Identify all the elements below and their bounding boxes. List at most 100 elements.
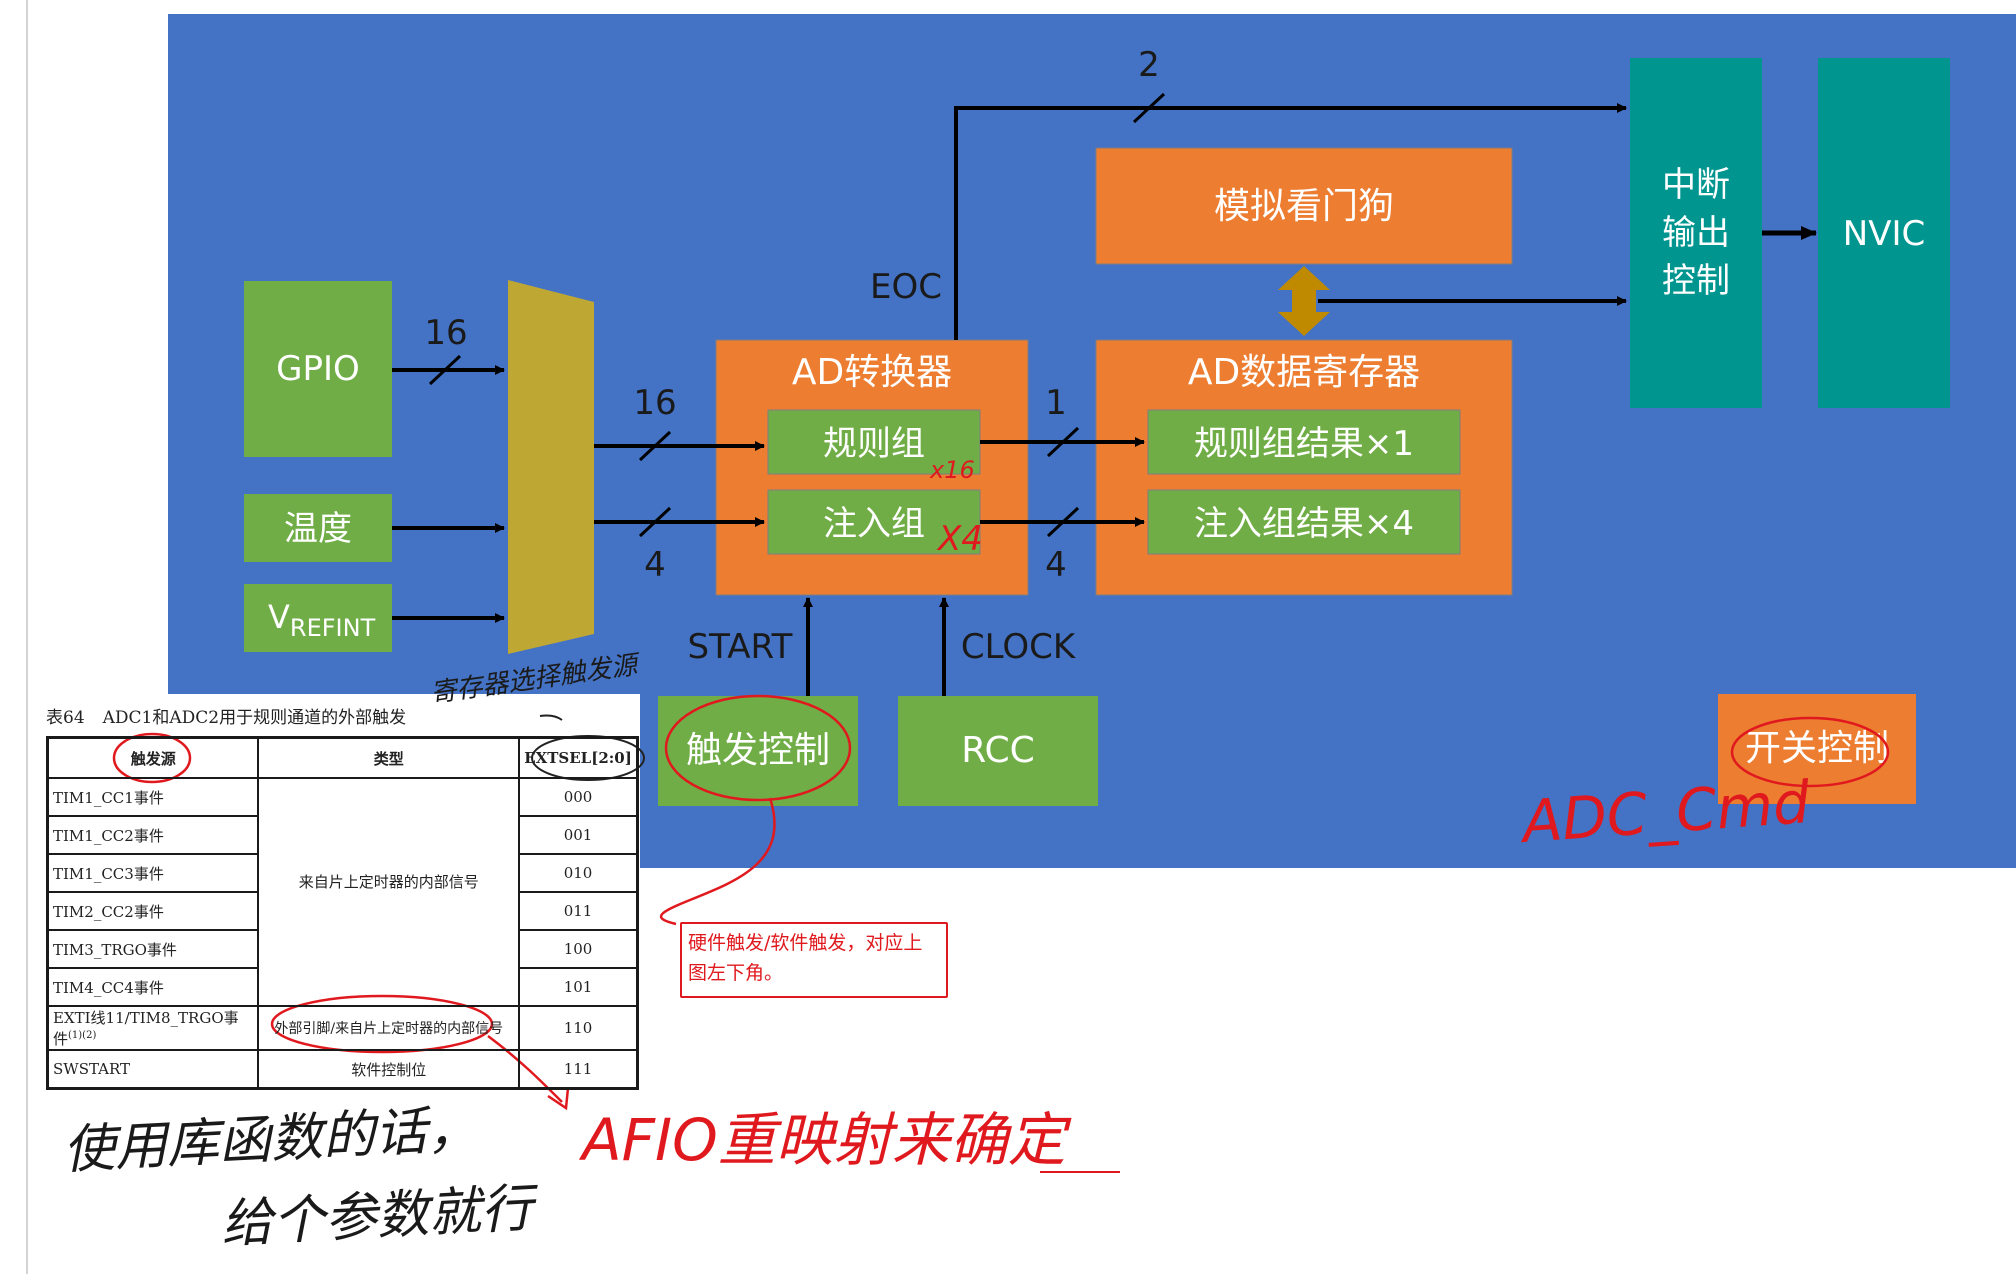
watchdog-label: 模拟看门狗	[1214, 186, 1394, 227]
nvic-block	[1818, 58, 1950, 408]
source-cell: TIM1_CC1事件	[46, 777, 260, 817]
type-cell-blank	[257, 777, 521, 816]
rcc-block	[898, 696, 1098, 806]
clock-label: CLOCK	[961, 627, 1077, 667]
injected-result-label: 注入组结果×4	[1194, 504, 1414, 544]
trigger-table-grid: 触发源 类型 EXTSEL[2:0] TIM1_CC1事件 000 TIM1_C…	[46, 736, 639, 1090]
source-cell: TIM1_CC2事件	[46, 815, 260, 855]
source-cell: TIM2_CC2事件	[46, 891, 260, 931]
table-row: TIM2_CC2事件 011	[46, 891, 639, 931]
annotation-afio: AFIO重映射来确定	[578, 1106, 1072, 1174]
bus-slash-regular	[638, 430, 672, 462]
watchdog-block	[1095, 147, 1513, 265]
code-cell: 100	[518, 929, 639, 969]
bus-slash-gpio	[428, 354, 462, 386]
trigger-control-label: 触发控制	[686, 730, 830, 771]
source-text: EXTI线11/TIM8_TRGO事件	[53, 1009, 239, 1048]
table-row: TIM1_CC1事件 000	[46, 777, 639, 817]
table-title: ADC1和ADC2用于规则通道的外部触发	[102, 708, 407, 728]
type-cell-blank	[257, 930, 521, 968]
type-cell-external: 外部引脚/来自片上定时器的内部信号	[257, 1005, 521, 1051]
watchdog-register-double-arrow	[1278, 266, 1330, 336]
eoc-label: EOC	[870, 267, 942, 307]
table-row: SWSTART 软件控制位 111	[46, 1049, 639, 1090]
bus-slash-out-injected	[1046, 506, 1080, 538]
annotation-library-line1: 使用库函数的话，	[62, 1099, 481, 1181]
interrupt-control-label-1: 中断	[1662, 165, 1730, 205]
code-cell: 101	[518, 967, 639, 1007]
rcc-label: RCC	[961, 730, 1035, 771]
header-extsel: EXTSEL[2:0]	[518, 736, 639, 779]
type-cell-blank	[257, 816, 521, 854]
bus-width-out-regular: 1	[1045, 383, 1067, 423]
footnote-mark: (1)(2)	[68, 1030, 97, 1041]
source-cell: TIM4_CC4事件	[46, 967, 260, 1007]
code-cell: 000	[518, 777, 639, 817]
table-row: TIM3_TRGO事件 100	[46, 929, 639, 969]
type-cell-internal: 来自片上定时器的内部信号	[257, 854, 521, 892]
table-row: TIM1_CC2事件 001	[46, 815, 639, 855]
gpio-label: GPIO	[276, 349, 360, 389]
table-row: TIM1_CC3事件 来自片上定时器的内部信号 010	[46, 853, 639, 893]
switch-circle	[1730, 716, 1890, 788]
code-cell: 011	[518, 891, 639, 931]
table-row: TIM4_CC4事件 101	[46, 967, 639, 1007]
type-cell-software: 软件控制位	[257, 1049, 521, 1090]
channel-mux	[508, 280, 594, 654]
annotation-x16: x16	[929, 456, 975, 484]
source-cell: TIM1_CC3事件	[46, 853, 260, 893]
nvic-label: NVIC	[1843, 214, 1925, 254]
table-number: 表64	[46, 708, 85, 728]
bus-width-eoc: 2	[1138, 45, 1160, 85]
vrefint-block	[244, 584, 392, 652]
adc-converter-label: AD转换器	[792, 352, 952, 393]
gpio-block	[244, 281, 392, 457]
note-box: 硬件触发/软件触发，对应上图左下角。	[680, 922, 948, 998]
bus-slash-eoc	[1132, 92, 1166, 124]
page-edge-line	[26, 0, 28, 1274]
bus-width-regular: 16	[633, 383, 676, 423]
bus-slash-injected	[638, 506, 672, 538]
bus-width-gpio: 16	[424, 313, 467, 353]
code-cell: 111	[518, 1049, 639, 1090]
annotation-library-line2: 给个参数就行	[220, 1178, 542, 1255]
trigger-to-note-curve	[660, 797, 776, 926]
eoc-to-interrupt-arrow	[954, 103, 1627, 340]
bus-slash-out-regular	[1046, 426, 1080, 458]
note-text: 硬件触发/软件触发，对应上图左下角。	[688, 932, 923, 984]
interrupt-control-label-2: 输出	[1662, 213, 1730, 253]
trigger-circle	[664, 694, 852, 802]
afio-arrowhead	[547, 1087, 570, 1111]
header-type: 类型	[257, 736, 521, 779]
table-header-row: 触发源 类型 EXTSEL[2:0]	[46, 736, 639, 779]
code-cell: 001	[518, 815, 639, 855]
start-label: START	[688, 627, 793, 667]
source-cell: TIM3_TRGO事件	[46, 929, 260, 969]
regular-group-label: 规则组	[823, 424, 925, 464]
temperature-block	[244, 494, 392, 562]
code-cell: 010	[518, 853, 639, 893]
source-cell: EXTI线11/TIM8_TRGO事件(1)(2)	[46, 1005, 260, 1051]
annotation-x4: X4	[936, 519, 983, 559]
injected-group-label: 注入组	[823, 504, 925, 544]
vrefint-label: VREFINT	[268, 598, 376, 642]
code-cell: 110	[518, 1005, 639, 1051]
source-cell: SWSTART	[46, 1049, 260, 1090]
trigger-source-table: 表64 ADC1和ADC2用于规则通道的外部触发 触发源 类型 EXTSEL[2:…	[40, 700, 640, 1090]
bus-width-injected: 4	[644, 545, 666, 585]
header-trigger-source: 触发源	[46, 736, 260, 779]
switch-control-label: 开关控制	[1745, 728, 1889, 769]
annotation-register-select-tick	[539, 714, 563, 721]
injected-result-block	[1147, 489, 1461, 555]
data-register-label: AD数据寄存器	[1188, 352, 1420, 393]
type-cell-blank	[257, 892, 521, 930]
regular-result-label: 规则组结果×1	[1194, 424, 1414, 464]
injected-group-block	[767, 489, 981, 555]
temperature-label: 温度	[284, 509, 352, 549]
trigger-control-block	[658, 696, 858, 806]
regular-group-block	[767, 409, 981, 475]
regular-result-block	[1147, 409, 1461, 475]
interrupt-control-label-3: 控制	[1662, 261, 1730, 301]
bus-width-out-injected: 4	[1045, 545, 1067, 585]
